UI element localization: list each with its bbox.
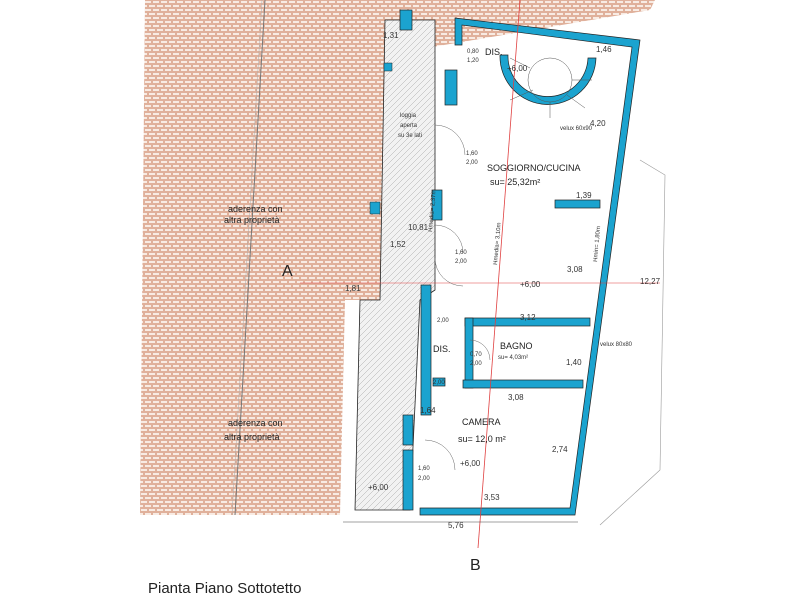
height-mid: Hmedia= 2,37m <box>428 189 438 232</box>
room-dis-mid: DIS. <box>433 344 451 354</box>
level-top: +6,00 <box>507 64 528 73</box>
room-camera-area: su= 12,0 m² <box>458 434 506 444</box>
door-dim-5b: 2,00 <box>470 361 482 367</box>
dim-576: 5,76 <box>448 521 464 530</box>
dim-140: 1,40 <box>566 358 582 367</box>
level-soggiorno: +6,00 <box>520 280 541 289</box>
walls <box>399 9 641 516</box>
section-marker-b: B <box>470 557 481 574</box>
roof-edge-right <box>599 159 666 526</box>
room-camera: CAMERA <box>462 417 501 427</box>
door-dim-6: 2,00 <box>433 380 445 386</box>
dim-274: 2,74 <box>552 445 568 454</box>
dim-139: 1,39 <box>576 191 592 200</box>
loggia-label-3: su 3e lati <box>398 133 422 139</box>
door-dim-2b: 2,00 <box>466 160 478 166</box>
room-bagno: BAGNO <box>500 341 533 351</box>
dim-312: 3,12 <box>520 313 536 322</box>
roof-ridge <box>234 0 266 516</box>
level-camera: +6,00 <box>460 459 481 468</box>
dim-131: 1,31 <box>383 31 399 40</box>
section-marker-a: A <box>282 263 293 280</box>
door-dim-1a: 0,80 <box>467 49 479 55</box>
dim-420: 4,20 <box>590 119 606 128</box>
door-dim-4: 2,00 <box>437 318 449 324</box>
plan-caption: Pianta Piano Sottotetto <box>148 580 302 597</box>
loggia-label-1: loggia <box>400 113 417 119</box>
height-medium: Hmedia= 3,10m <box>493 222 503 265</box>
door-swings <box>424 124 491 471</box>
dim-164: 1,64 <box>420 406 436 415</box>
dim-308b: 3,08 <box>508 393 524 402</box>
dim-1081: 10,81 <box>408 223 429 232</box>
room-dis-top: DIS. <box>485 47 503 57</box>
room-bagno-area: su= 4,03m² <box>498 355 528 361</box>
dim-181: 1,81 <box>345 284 361 293</box>
door-dim-2a: 1,60 <box>466 151 478 157</box>
door-dim-3a: 1,60 <box>455 250 467 256</box>
neighbour-upper-line2: altra proprietà <box>224 215 280 225</box>
neighbour-lower-line1: aderenza con <box>228 418 283 428</box>
dim-308a: 3,08 <box>567 265 583 274</box>
dim-1227: 12,27 <box>640 277 661 286</box>
height-min: Hmin= 1,80m <box>593 226 602 262</box>
roof-ridge-2 <box>231 0 263 516</box>
spiral-stair <box>509 57 592 118</box>
skylight-top: velux 60x90 <box>560 126 593 132</box>
neighbour-roof <box>140 0 655 515</box>
room-soggiorno-area: su= 25,32m² <box>490 177 540 187</box>
neighbour-upper-line1: aderenza con <box>228 204 283 214</box>
loggia-label-2: aperta <box>400 123 418 129</box>
dim-353: 3,53 <box>484 493 500 502</box>
dim-152: 1,52 <box>390 240 406 249</box>
skylight-mid: velux 80x80 <box>600 342 633 348</box>
neighbour-lower-line2: altra proprietà <box>224 432 280 442</box>
loggia-posts <box>369 62 393 215</box>
door-dim-7a: 1,60 <box>418 466 430 472</box>
level-loggia: +6,00 <box>368 483 389 492</box>
section-line-b <box>477 0 521 549</box>
dim-146: 1,46 <box>596 45 612 54</box>
room-soggiorno: SOGGIORNO/CUCINA <box>487 163 581 173</box>
door-dim-5a: 0,70 <box>470 352 482 358</box>
door-dim-7b: 2,00 <box>418 476 430 482</box>
door-dim-1b: 1,20 <box>467 58 479 64</box>
door-dim-3b: 2,00 <box>455 259 467 265</box>
